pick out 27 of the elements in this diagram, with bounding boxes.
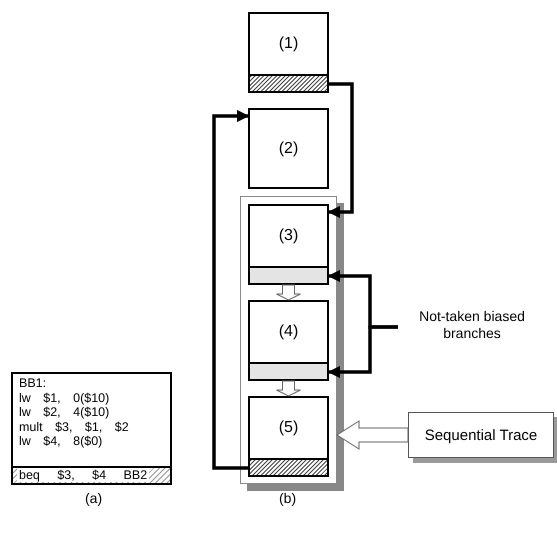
block-number: (2)	[278, 140, 298, 158]
hollow-arrow	[276, 380, 301, 397]
hatched-row	[11, 466, 172, 485]
block-label: BB1:	[19, 376, 46, 390]
branch-instruction: beq $3, $4 BB2	[17, 468, 150, 482]
basic-block-box	[248, 300, 329, 381]
instruction-line: mult $3, $1, $2	[19, 420, 129, 434]
branch-arrow	[212, 110, 250, 470]
instruction-line: lw $2, 4($10)	[19, 405, 110, 420]
basic-block-box	[248, 12, 329, 93]
hollow-arrow	[276, 284, 301, 301]
branch-arrow	[328, 82, 354, 218]
basic-block-box	[248, 396, 329, 477]
block-number: (4)	[278, 323, 298, 341]
hollow-arrow	[336, 420, 408, 450]
branch-arrow	[328, 325, 398, 378]
block-number: (1)	[278, 35, 298, 53]
instruction-line: lw $1, 0($10)	[19, 390, 110, 405]
basic-block-box	[248, 204, 329, 285]
block-number: (3)	[278, 227, 298, 245]
annotation-text: Not-taken biased branches	[419, 308, 525, 341]
code-block-box	[11, 372, 172, 485]
block-number: (5)	[278, 419, 298, 437]
basic-block-box	[248, 108, 329, 189]
panel-label: (a)	[85, 490, 102, 506]
instruction-line: lw $4, 8($0)	[19, 434, 102, 448]
panel-label: (b)	[279, 490, 296, 506]
